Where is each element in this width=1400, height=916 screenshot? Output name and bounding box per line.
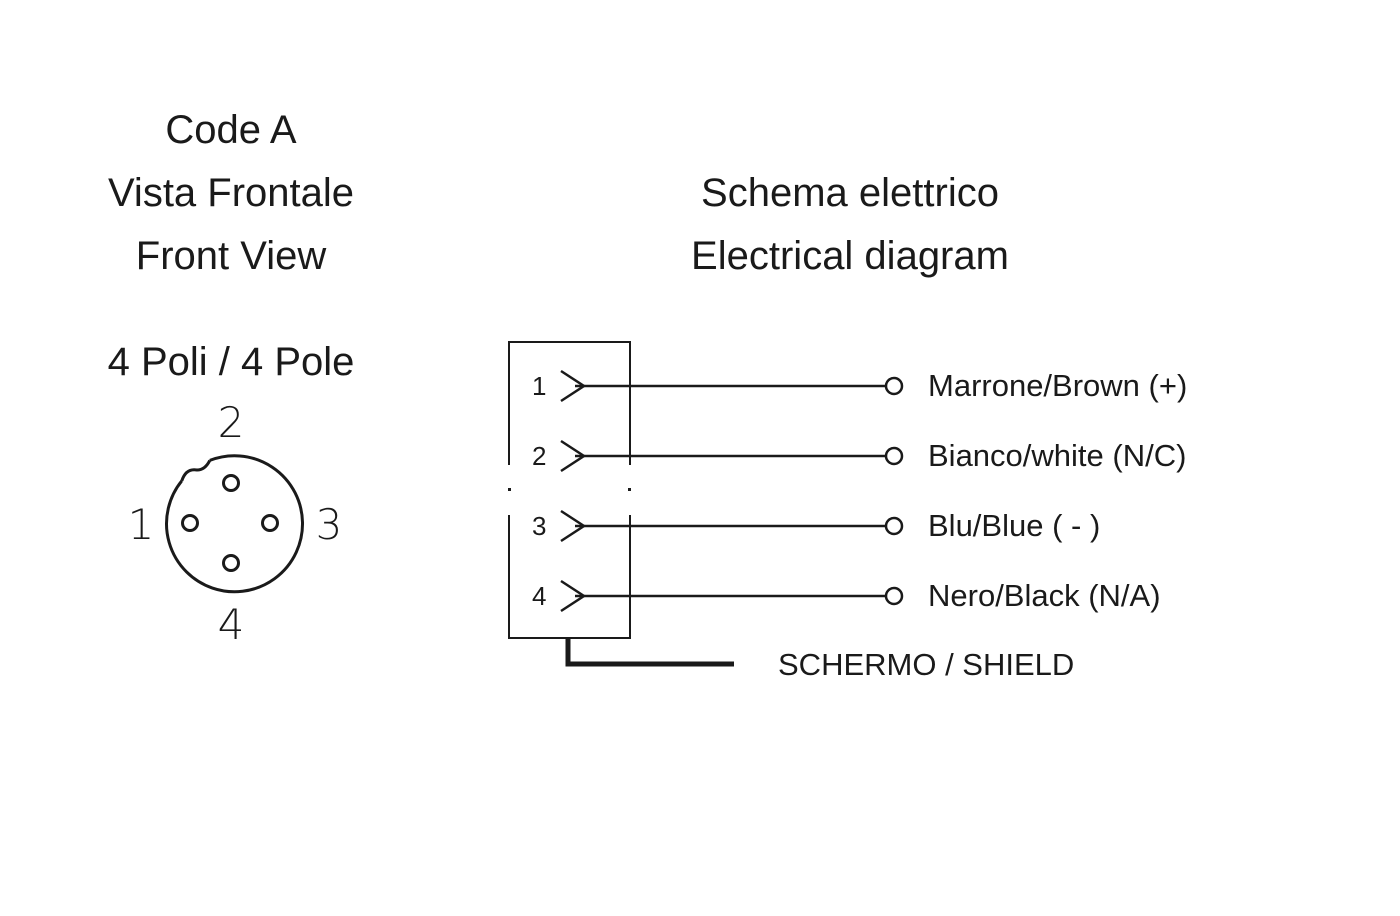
shield-wire (565, 638, 734, 667)
code-label: Code A (165, 108, 297, 152)
break-marks (508, 488, 631, 491)
wire-4 (560, 579, 904, 613)
wire-1 (560, 369, 904, 403)
poles-label: 4 Poli / 4 Pole (107, 340, 355, 384)
front-view-title-it: Vista Frontale (107, 171, 355, 215)
wire-label-3: Blu/Blue ( - ) (928, 508, 1101, 543)
pin-hole-4 (222, 554, 240, 572)
pin-label-1: 1 (127, 500, 155, 549)
pin-hole-2 (222, 474, 240, 492)
wire-pin-number-3: 3 (532, 511, 547, 541)
schematic-title-en: Electrical diagram (691, 234, 1009, 278)
connector-outline (165, 454, 304, 594)
shield-label: SCHERMO / SHIELD (778, 647, 1075, 682)
wire-pin-number-4: 4 (532, 581, 547, 611)
connector-key-notch (180, 459, 212, 482)
front-view-title-en: Front View (135, 234, 327, 278)
wire-pin-number-2: 2 (532, 441, 547, 471)
wire-label-4: Nero/Black (N/A) (928, 578, 1161, 613)
wire-label-1: Marrone/Brown (+) (928, 368, 1188, 403)
wire-label-2: Bianco/white (N/C) (928, 438, 1187, 473)
pin-hole-1 (181, 514, 199, 532)
wire-pin-number-1: 1 (532, 371, 547, 401)
pin-label-3: 3 (315, 500, 343, 549)
connector-face (165, 454, 304, 594)
schematic-title-it: Schema elettrico (701, 171, 999, 215)
wire-2 (560, 439, 904, 473)
wire-3 (560, 509, 904, 543)
pin-label-4: 4 (217, 600, 245, 649)
pin-label-2: 2 (217, 398, 245, 447)
pin-hole-3 (261, 514, 279, 532)
